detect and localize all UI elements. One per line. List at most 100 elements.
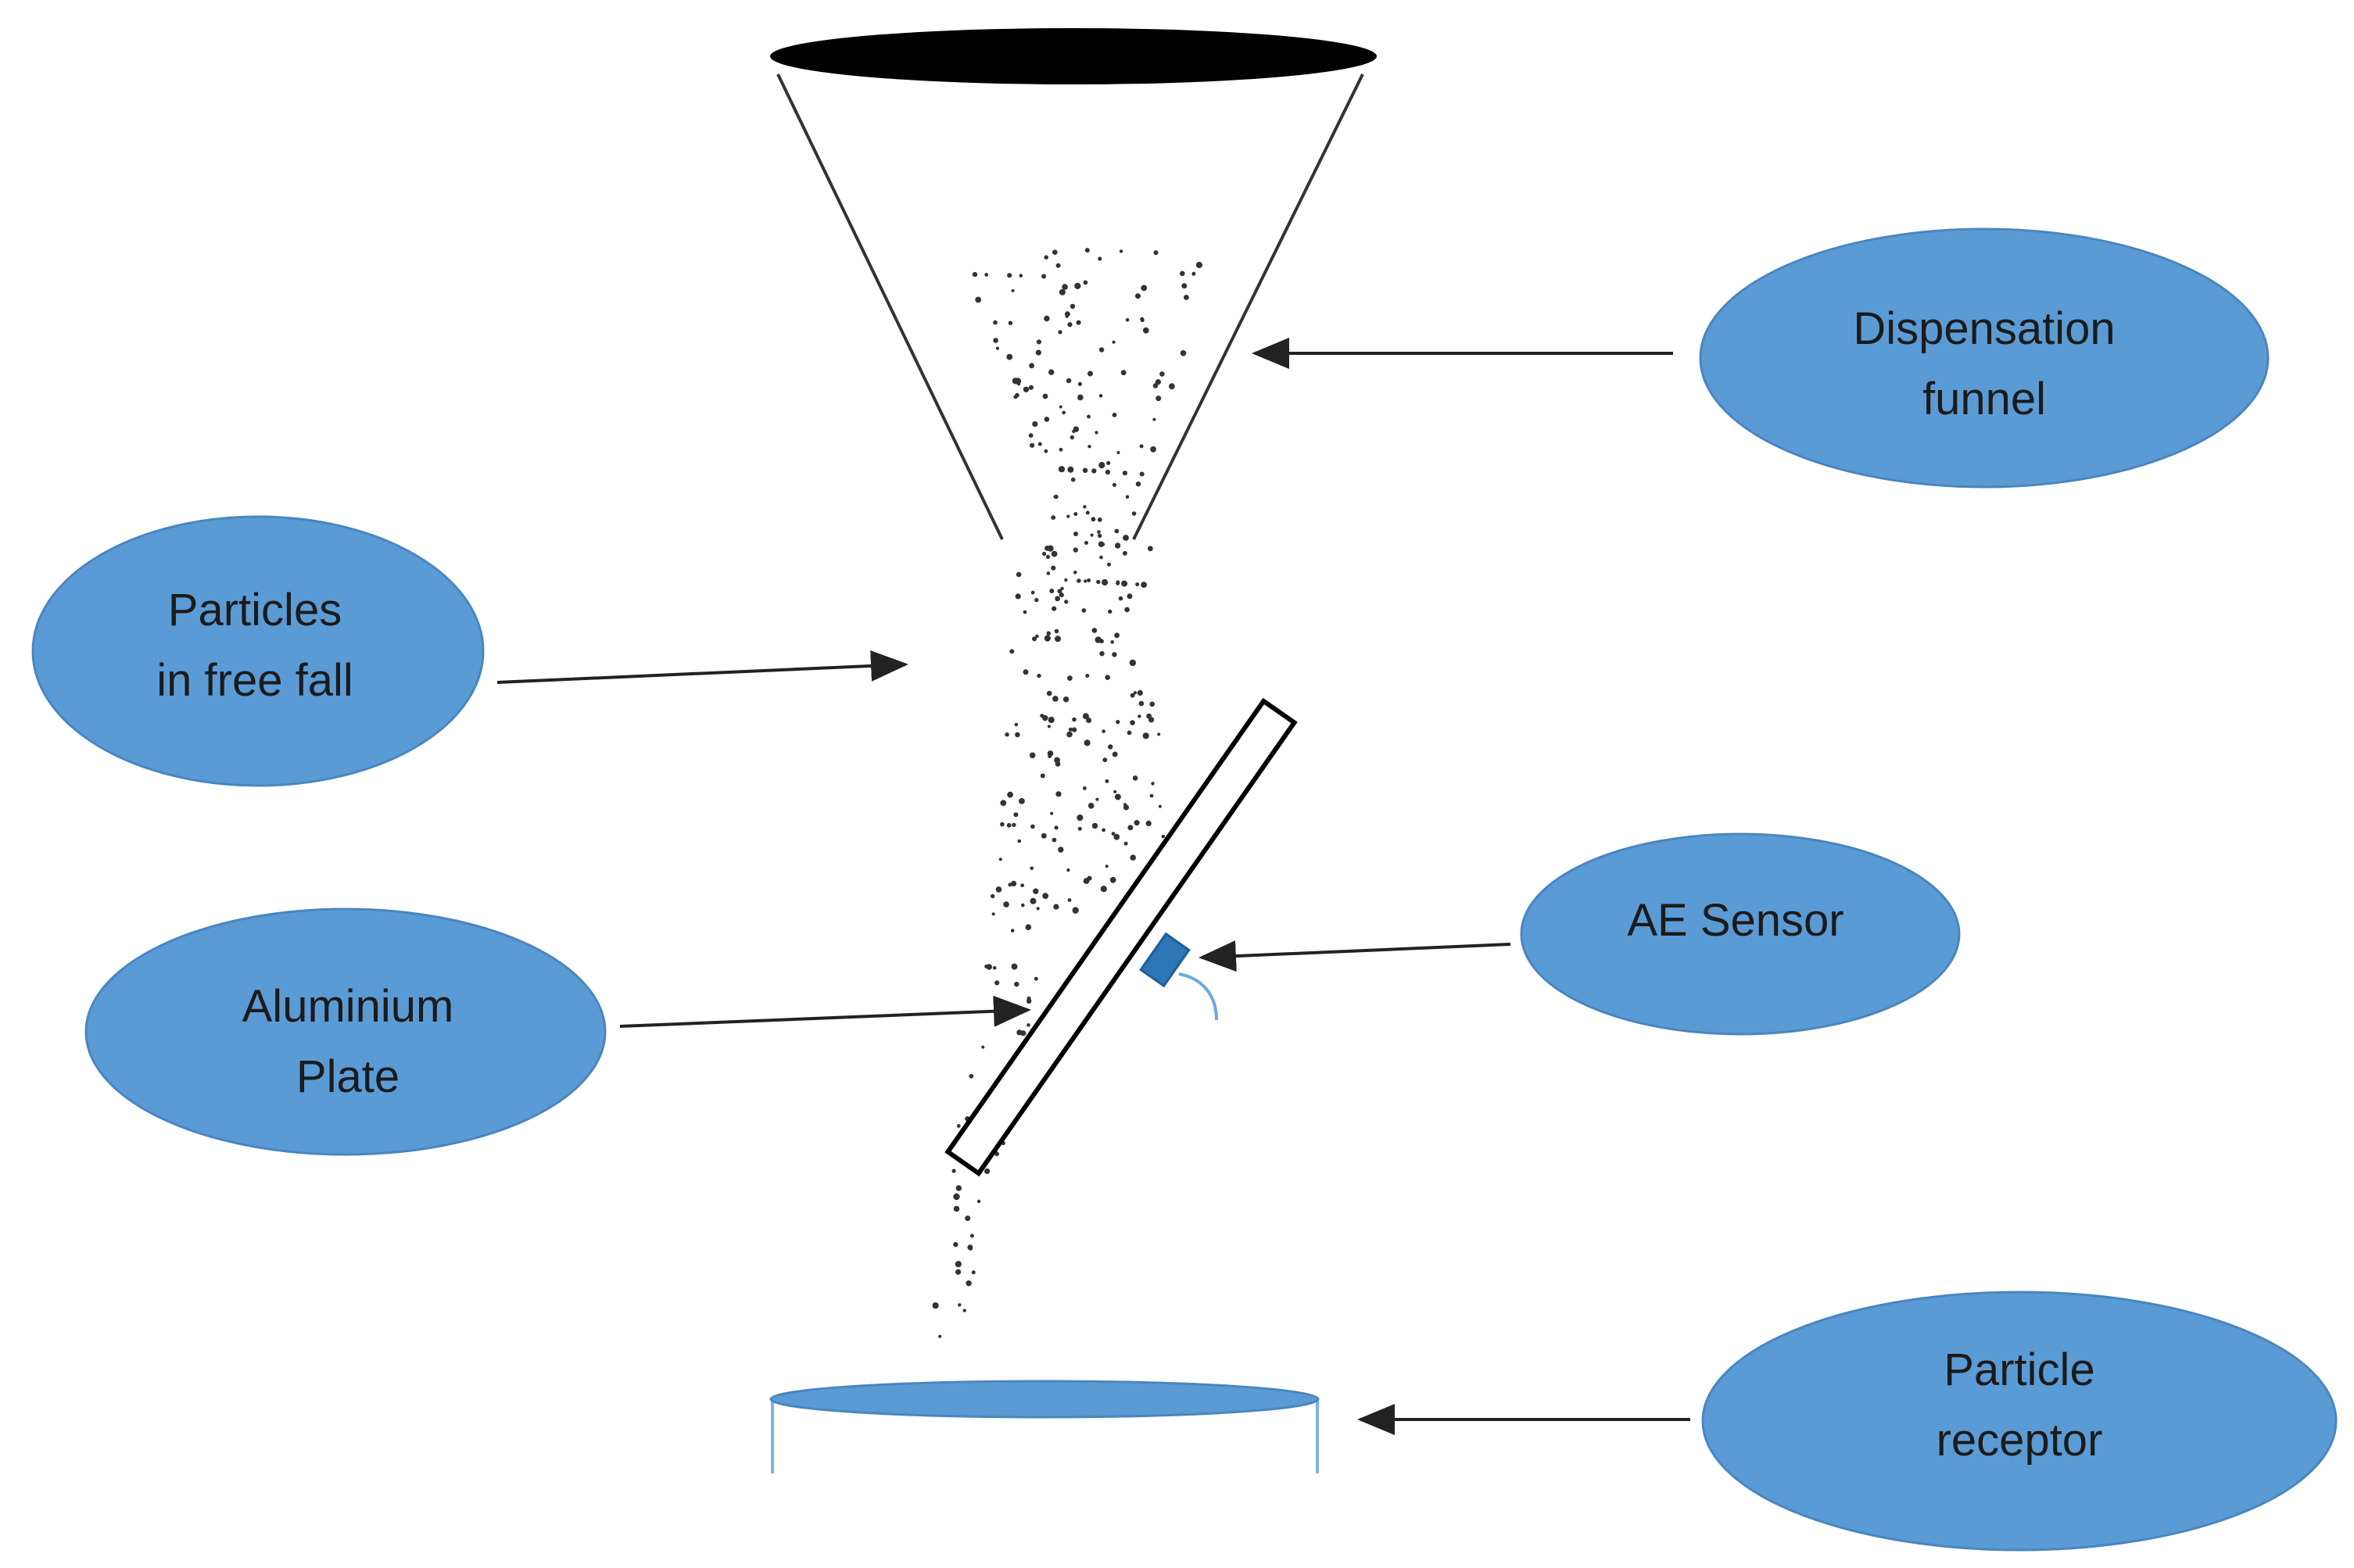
falling-particles xyxy=(932,248,1202,1338)
particle xyxy=(1070,477,1076,482)
particle xyxy=(1073,512,1078,517)
particle xyxy=(1041,832,1047,839)
particle xyxy=(1055,635,1061,643)
particle xyxy=(1073,571,1077,575)
particle xyxy=(975,296,982,303)
particle xyxy=(1020,883,1024,888)
particle xyxy=(1006,822,1012,828)
particle xyxy=(1064,600,1069,604)
particle xyxy=(1017,839,1022,843)
particle xyxy=(962,1308,966,1312)
particle xyxy=(1082,713,1089,720)
particle xyxy=(1044,449,1048,453)
particle xyxy=(1073,547,1079,553)
bubble xyxy=(1701,1291,2338,1552)
particle xyxy=(953,1193,960,1201)
particle xyxy=(1095,431,1098,435)
particle xyxy=(1011,880,1017,886)
particle xyxy=(1169,383,1175,390)
particle xyxy=(1037,442,1042,446)
particle xyxy=(1030,442,1035,448)
particle xyxy=(1105,865,1109,868)
particle xyxy=(956,1124,961,1128)
particle xyxy=(965,1215,971,1222)
particle xyxy=(969,1233,974,1238)
particle xyxy=(1077,381,1082,386)
particle xyxy=(1116,451,1120,454)
ae-sensor-cable xyxy=(1178,972,1218,1021)
particle xyxy=(984,273,989,277)
bubble xyxy=(31,515,485,787)
label-line-2: in free fall xyxy=(156,655,353,706)
particle xyxy=(1072,907,1079,914)
label-line-2: receptor xyxy=(1937,1415,2103,1466)
particle xyxy=(1121,580,1128,587)
particle xyxy=(1062,284,1068,290)
particle xyxy=(1051,550,1058,557)
particle xyxy=(1102,828,1105,832)
particle xyxy=(1015,593,1021,600)
particle xyxy=(1111,832,1116,836)
particle xyxy=(1102,578,1109,586)
particle xyxy=(1048,716,1055,724)
particle xyxy=(1048,754,1052,758)
particle xyxy=(986,964,992,970)
particle xyxy=(1110,640,1114,644)
particle xyxy=(1157,732,1161,736)
particle xyxy=(1135,582,1140,587)
particle xyxy=(971,1270,976,1275)
particle xyxy=(1062,410,1066,415)
particle xyxy=(1112,482,1116,487)
particle xyxy=(1116,581,1120,585)
label-line-1: Aluminium xyxy=(242,981,454,1032)
particle xyxy=(1087,578,1091,582)
particle xyxy=(1035,634,1039,639)
particle xyxy=(1014,722,1019,727)
particle xyxy=(1097,517,1102,522)
particle xyxy=(1058,330,1062,335)
particle xyxy=(1083,280,1088,285)
particle xyxy=(1055,791,1062,797)
particle xyxy=(1130,854,1136,861)
particle xyxy=(995,1001,999,1004)
particle xyxy=(1030,824,1035,829)
particle xyxy=(1150,446,1156,453)
particle xyxy=(1067,322,1073,328)
particle xyxy=(1114,542,1121,549)
particle xyxy=(1044,417,1050,422)
particle xyxy=(1060,586,1064,591)
particle xyxy=(1067,466,1074,473)
particle xyxy=(1106,460,1111,466)
particle xyxy=(1027,1023,1030,1027)
particle xyxy=(1102,729,1105,733)
particle xyxy=(1081,608,1087,613)
particle xyxy=(1135,481,1141,487)
particle xyxy=(955,1185,962,1191)
particle xyxy=(1112,340,1116,344)
particle xyxy=(1098,462,1105,469)
particle xyxy=(1133,691,1138,695)
particle xyxy=(1087,371,1093,377)
particle xyxy=(995,886,1002,893)
particle xyxy=(1098,533,1102,539)
particle xyxy=(1084,248,1090,253)
particle xyxy=(1006,353,1013,360)
particle xyxy=(1053,904,1059,910)
particle xyxy=(955,1269,962,1275)
particle xyxy=(1046,571,1051,575)
particle xyxy=(1067,898,1072,902)
particle xyxy=(1072,717,1077,722)
particle xyxy=(1120,370,1127,376)
particle xyxy=(1140,317,1145,322)
particle xyxy=(1077,826,1082,831)
particle xyxy=(1029,752,1036,759)
funnel-right-wall xyxy=(1132,73,1364,540)
particle xyxy=(1159,371,1165,377)
particle xyxy=(1068,727,1073,732)
particle xyxy=(1139,444,1144,449)
receptor-opening xyxy=(769,1380,1320,1419)
particle xyxy=(1087,445,1091,449)
particle xyxy=(984,1168,991,1174)
bubble xyxy=(84,908,607,1156)
particle xyxy=(992,965,997,970)
